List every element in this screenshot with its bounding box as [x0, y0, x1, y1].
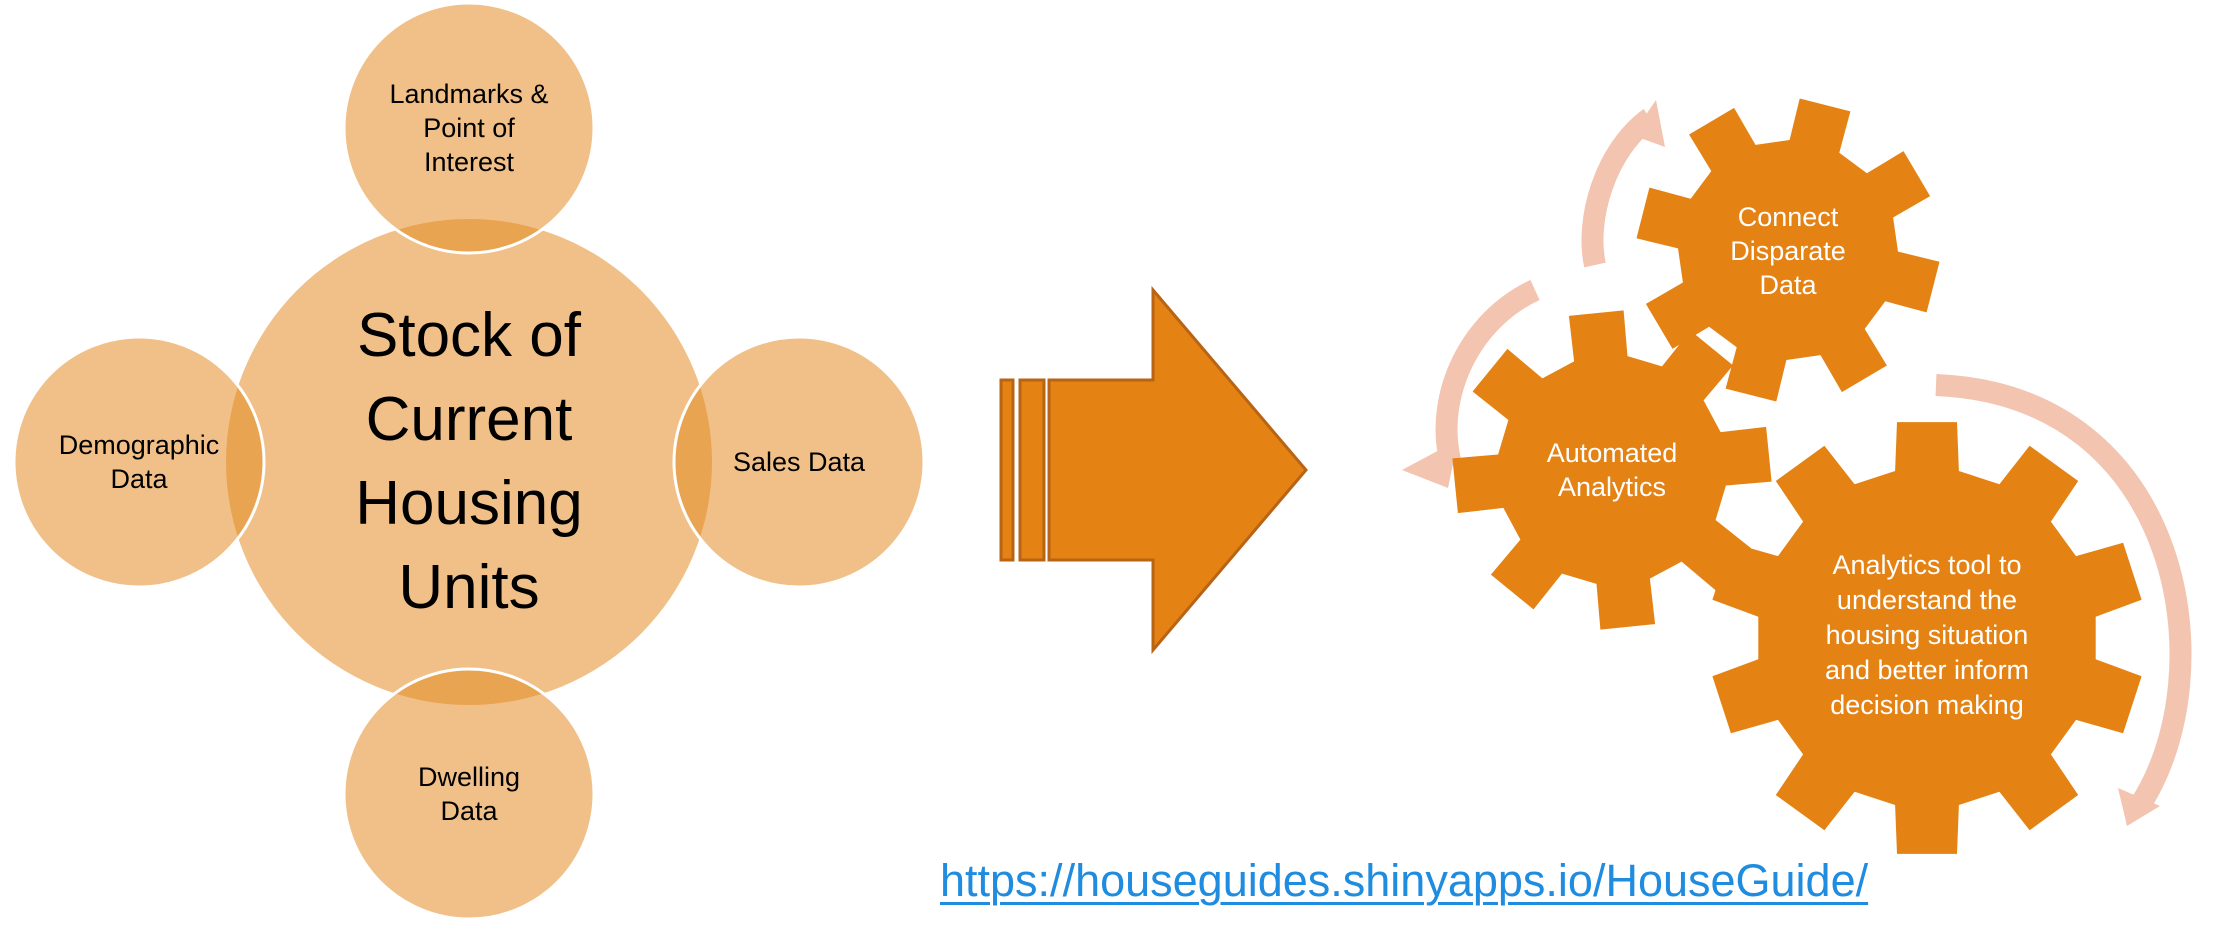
gear-connect — [1636, 98, 1940, 402]
cycle-arc-top — [1581, 109, 1657, 268]
satellite-outline-top — [342, 1, 596, 255]
arrow-stripe-2 — [1018, 378, 1046, 562]
gear-label-automated: Automated Analytics — [1546, 438, 1678, 502]
cycle-head-right — [2118, 788, 2160, 826]
gear-label-connect: Connect Disparate Data — [1730, 202, 1846, 300]
cycle-arrowheads — [1402, 100, 2160, 826]
satellite-circle-bottom — [344, 669, 594, 919]
center-label: Stock of Current Housing Units — [355, 301, 583, 622]
satellite-circle-right — [674, 337, 924, 587]
gears-group — [1452, 98, 2142, 854]
satellite-label-left: Demographic Data — [58, 430, 220, 494]
satellite-outline-bottom — [342, 667, 596, 921]
gear-automated — [1452, 310, 1772, 630]
satellite-label-right: Sales Data — [732, 447, 866, 477]
arrow-stripe-1 — [999, 378, 1015, 562]
cycle-arc-left — [1435, 280, 1540, 463]
gear-analytics-tool — [1712, 422, 2142, 854]
satellite-outline-right — [672, 335, 926, 589]
satellite-circle-left — [14, 337, 264, 587]
cycle-head-top — [1632, 100, 1665, 147]
venn-group — [12, 1, 926, 921]
cycle-head-left — [1402, 440, 1458, 488]
satellite-circle-top — [344, 3, 594, 253]
cycle-arc-right — [1935, 374, 2192, 812]
block-arrow — [999, 285, 1308, 655]
gear-label-tool: Analytics tool to understand the housing… — [1824, 549, 2030, 720]
satellite-label-top: Landmarks & Point of Interest — [389, 79, 549, 177]
center-circle — [226, 219, 712, 705]
arrow-body — [1047, 285, 1308, 655]
satellite-outline-left — [12, 335, 266, 589]
satellite-label-bottom: Dwelling Data — [417, 762, 521, 826]
app-url-link[interactable]: https://houseguides.shinyapps.io/HouseGu… — [940, 855, 1869, 906]
